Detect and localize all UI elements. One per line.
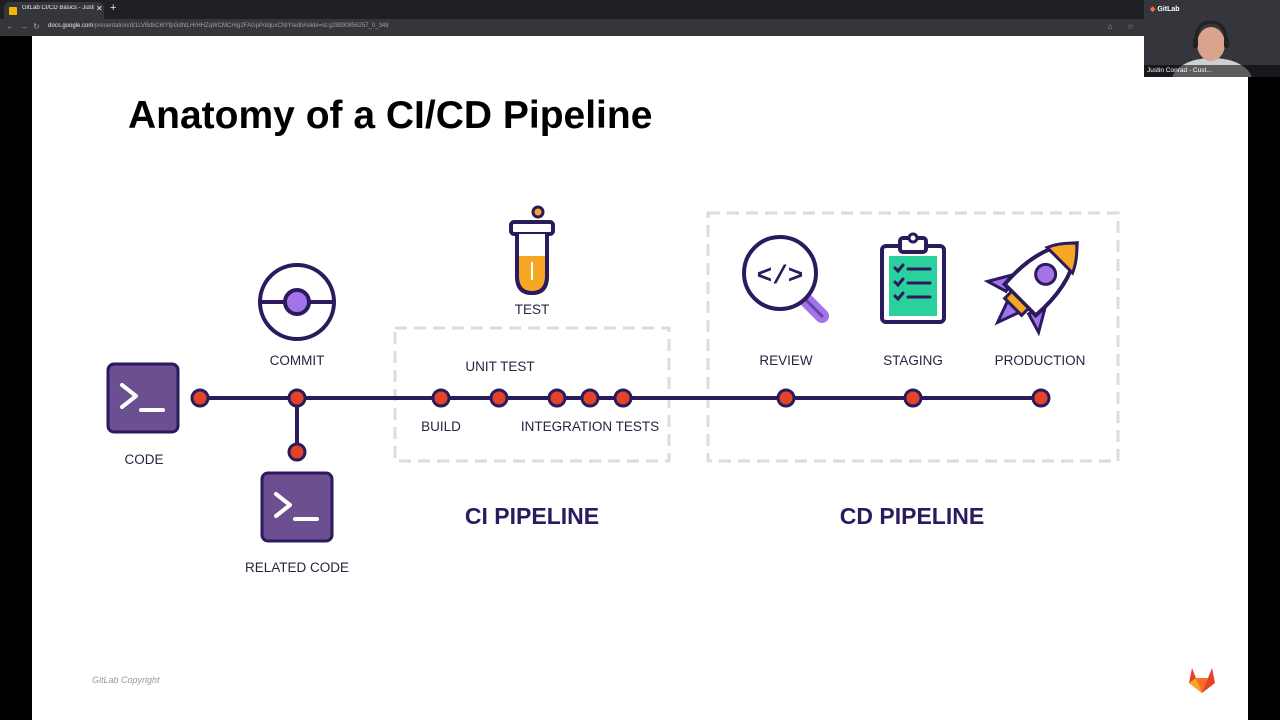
tab-title: GitLab CI/CD Basics - Justin (22, 5, 94, 11)
label-code: CODE (124, 452, 164, 467)
label-production: PRODUCTION (994, 353, 1086, 368)
address-bar: ← → ↻ docs.google.com/presentation/d/1LV… (0, 19, 1280, 36)
label-build: BUILD (421, 419, 461, 434)
node-build (431, 388, 451, 408)
label-commit: COMMIT (269, 353, 325, 368)
google-slides-icon (9, 7, 17, 15)
label-unit-test: UNIT TEST (465, 359, 535, 374)
label-review: REVIEW (759, 353, 813, 368)
webcam-brand: ◆ GitLab (1150, 5, 1180, 13)
url-path: /presentation/d/1LVBdkC6IYfpGdhtLHrHHZqW… (93, 23, 389, 29)
node-review (776, 388, 796, 408)
production-rocket-icon (983, 241, 1079, 337)
slide-copyright: GitLab Copyright (92, 675, 160, 685)
label-staging: STAGING (883, 353, 943, 368)
node-commit (287, 388, 307, 408)
back-icon[interactable]: ← (6, 22, 14, 31)
node-integration-3 (613, 388, 633, 408)
node-code (190, 388, 210, 408)
code-terminal-icon (106, 362, 180, 434)
ci-pipeline-box (393, 326, 671, 463)
node-integration-2 (580, 388, 600, 408)
gitlab-small-icon: ◆ (1150, 6, 1156, 13)
label-ci-pipeline: CI PIPELINE (464, 503, 600, 529)
bookmark-icon[interactable]: ⌂ ☆ (1107, 22, 1140, 31)
label-cd-pipeline: CD PIPELINE (839, 503, 985, 529)
label-related-code: RELATED CODE (244, 560, 350, 575)
node-production (1031, 388, 1051, 408)
node-unit-test (489, 388, 509, 408)
browser-tab-bar: GitLab CI/CD Basics - Justin ✕ + (0, 0, 1280, 19)
node-related-code (287, 442, 307, 462)
reload-icon[interactable]: ↻ (33, 22, 40, 31)
gitlab-logo-icon (1189, 668, 1215, 693)
participant-name: Justin Conrad - Cust... (1147, 67, 1212, 74)
slide-title: Anatomy of a CI/CD Pipeline (128, 94, 653, 137)
webcam-overlay: ◆ GitLab Justin Conrad - Cust... (1144, 0, 1280, 77)
related-code-terminal-icon (260, 471, 334, 543)
url-host: docs.google.com (48, 23, 94, 29)
commit-icon (258, 263, 336, 341)
review-magnifier-icon: </> (742, 235, 829, 323)
cd-pipeline-box (706, 211, 1120, 463)
node-integration-1 (547, 388, 567, 408)
code-brackets-glyph: </> (757, 261, 804, 291)
node-staging (903, 388, 923, 408)
label-integration-tests: INTEGRATION TESTS (520, 419, 660, 434)
slide-canvas (32, 36, 1248, 720)
label-test: TEST (514, 302, 550, 317)
webcam-brand-text: GitLab (1157, 6, 1180, 13)
browser-tab[interactable]: GitLab CI/CD Basics - Justin ✕ (4, 2, 104, 19)
new-tab-icon[interactable]: + (110, 2, 117, 14)
tab-close-icon[interactable]: ✕ (96, 4, 103, 13)
participant-name-bar: Justin Conrad - Cust... (1144, 65, 1280, 77)
forward-icon[interactable]: → (20, 22, 28, 31)
test-tube-icon (509, 205, 555, 296)
staging-clipboard-icon (880, 232, 946, 324)
url-field[interactable]: docs.google.com/presentation/d/1LVBdkC6I… (48, 23, 389, 29)
